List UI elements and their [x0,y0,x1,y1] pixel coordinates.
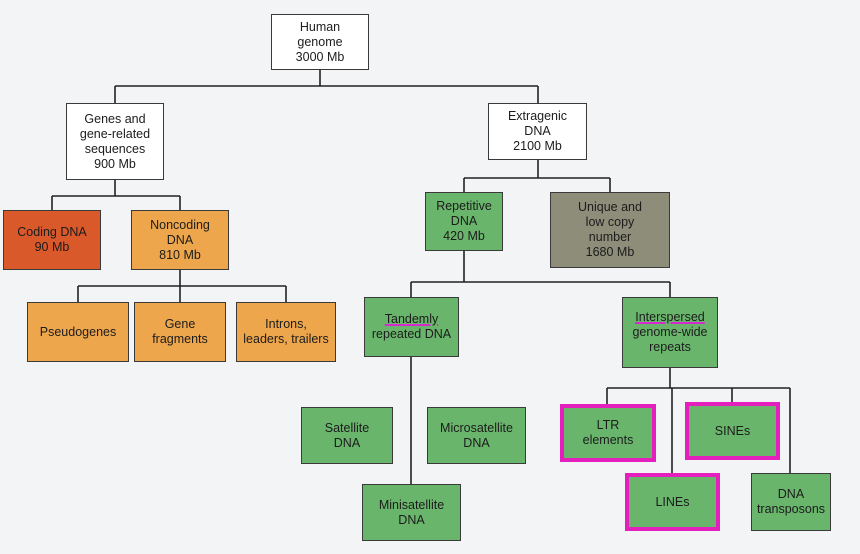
tandemly-rest: repeated DNA [371,327,452,341]
connector-repetitive [410,251,671,297]
interspersed-rest: genome-wide repeats [632,325,708,354]
interspersed-underlined: Interspersed [635,310,705,324]
node-extragenic-dna: Extragenic DNA 2100 Mb [488,103,587,160]
node-tandemly-repeated-dna: Tandemly repeated DNA [364,297,459,357]
node-lines: LINEs [625,473,720,531]
connector-noncoding [77,270,287,302]
node-sines: SINEs [685,402,780,460]
node-introns-leaders-trailers: Introns, leaders, trailers [236,302,336,362]
node-coding-dna: Coding DNA 90 Mb [3,210,101,270]
connector-interspersed [606,368,791,473]
node-repetitive-dna: Repetitive DNA 420 Mb [425,192,503,251]
node-gene-fragments: Gene fragments [134,302,226,362]
node-noncoding-dna: Noncoding DNA 810 Mb [131,210,229,270]
node-minisatellite-dna: Minisatellite DNA [362,484,461,541]
node-ltr-elements: LTR elements [560,404,656,462]
connector-root [114,70,539,103]
tandemly-underlined: Tandemly [384,312,439,326]
node-unique-low-copy: Unique and low copy number 1680 Mb [550,192,670,268]
connector-extragenic [463,160,611,192]
node-human-genome: Human genome 3000 Mb [271,14,369,70]
node-dna-transposons: DNA transposons [751,473,831,531]
connector-genes [51,180,181,210]
node-satellite-dna: Satellite DNA [301,407,393,464]
node-pseudogenes: Pseudogenes [27,302,129,362]
node-interspersed-repeats: Interspersed genome-wide repeats [622,297,718,368]
node-genes-and-gene-related: Genes and gene-related sequences 900 Mb [66,103,164,180]
node-microsatellite-dna: Microsatellite DNA [427,407,526,464]
